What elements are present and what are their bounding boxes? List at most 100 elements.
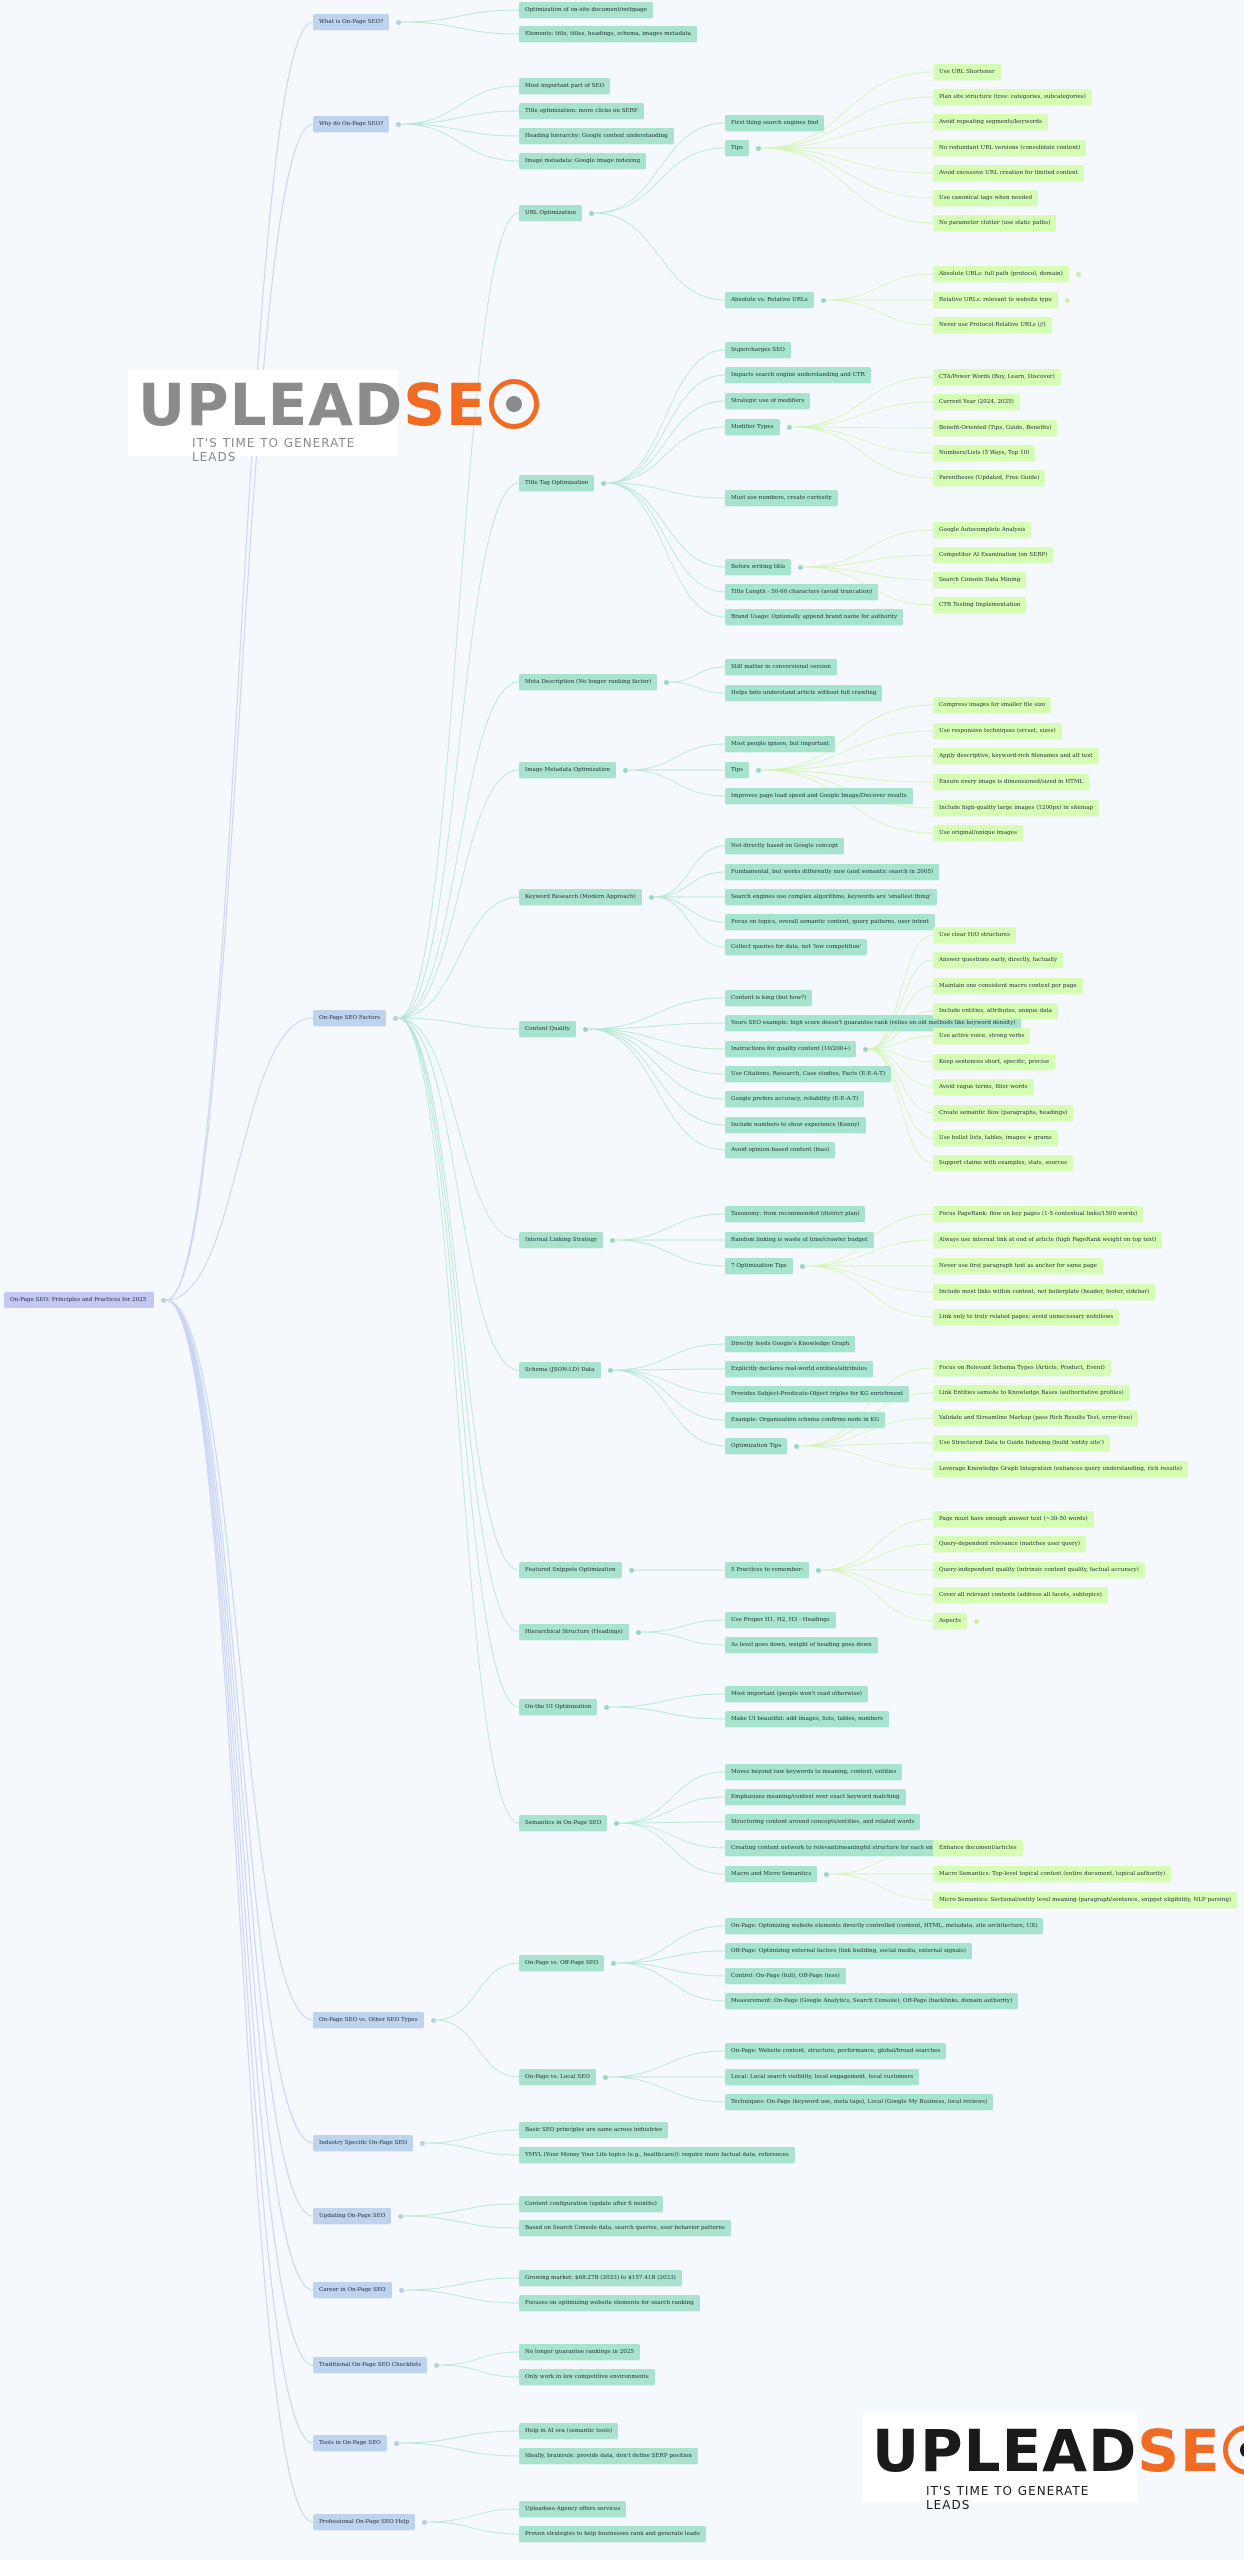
mindmap-node-level-3[interactable]: Still matter in conversional version [725,659,837,675]
expand-toggle-icon[interactable] [603,1704,609,1710]
mindmap-node-level-3[interactable]: On-Page: Optimizing website elements dir… [725,1918,1044,1934]
expand-toggle-icon[interactable] [793,1443,799,1449]
mindmap-node-level-4[interactable]: Always use internal link at end of artic… [933,1232,1163,1248]
expand-toggle-icon[interactable] [395,121,401,127]
mindmap-node-level-4[interactable]: Maintain one consistent macro context pe… [933,978,1083,994]
mindmap-node-level-3[interactable]: Avoid opinion-based content (bias) [725,1142,836,1158]
expand-toggle-icon[interactable] [600,480,606,486]
mindmap-node-level-4[interactable]: Answer questions early, directly, factua… [933,952,1064,968]
mindmap-node-level-2[interactable]: Proven strategies to help businesses ran… [519,2526,706,2542]
mindmap-node-level-1[interactable]: Why do On-Page SEO? [313,116,390,132]
mindmap-node-level-3[interactable]: Creating content network to relevant/mea… [725,1840,949,1856]
mindmap-node-level-3[interactable]: Local: Local search visibility, local en… [725,2069,920,2085]
mindmap-node-level-4[interactable]: Query-dependent relevance (matches user … [933,1536,1087,1552]
mindmap-node-level-3[interactable]: Optimization Tips [725,1438,788,1454]
expand-toggle-icon[interactable] [823,1871,829,1877]
mindmap-node-level-3[interactable]: Use Proper H1, H2, H3 - Headings [725,1612,836,1628]
mindmap-node-level-3[interactable]: Structuring content around concepts/enti… [725,1814,921,1830]
mindmap-node-level-2[interactable]: Ideally, brainrule: provide data, don't … [519,2448,699,2464]
mindmap-node-level-3[interactable]: Off-Page: Optimizing external factors (l… [725,1943,972,1959]
mindmap-node-level-3[interactable]: Collect queries for data, not 'low compe… [725,939,868,955]
mindmap-node-level-2[interactable]: Image metadata: Google image indexing [519,153,647,169]
expand-toggle-icon[interactable] [397,2213,403,2219]
mindmap-node-level-3[interactable]: Macro and Micro Semantics [725,1866,818,1882]
mindmap-node-level-3[interactable]: Fundamental, but works differently now (… [725,864,940,880]
mindmap-node-level-4[interactable]: Query-independent quality (intrinsic con… [933,1562,1145,1578]
mindmap-node-level-2[interactable]: Title optimization: more clicks on SERP [519,103,644,119]
mindmap-node-level-4[interactable]: Current Year (2024, 2025) [933,394,1020,410]
mindmap-node-level-1[interactable]: Professional On-Page SEO Help [313,2514,416,2530]
expand-toggle-icon[interactable] [398,2287,404,2293]
mindmap-node-level-4[interactable]: Keep sentences short, specific, precise [933,1054,1056,1070]
mindmap-node-level-3[interactable]: Must use numbers, create curiosity [725,490,838,506]
mindmap-node-level-4[interactable]: Validate and Streamline Markup (pass Ric… [933,1410,1139,1426]
expand-toggle-icon[interactable] [609,1237,615,1243]
mindmap-node-level-4[interactable]: Use clear H/O structures [933,927,1017,943]
mindmap-node-level-4[interactable]: Create semantic flow (paragraphs, headin… [933,1105,1074,1121]
mindmap-node-level-2[interactable]: On-the UI Optimization [519,1699,598,1715]
mindmap-node-level-3[interactable]: Content is king (but how?) [725,990,813,1006]
mindmap-node-level-4[interactable]: Use Structured Data to Guide Indexing (b… [933,1435,1110,1451]
mindmap-node-level-2[interactable]: Focuses on optimizing website elements f… [519,2295,700,2311]
expand-toggle-icon[interactable] [862,1046,868,1052]
mindmap-node-level-4[interactable]: Cover all relevant contexts (address all… [933,1587,1108,1603]
mindmap-node-level-1[interactable]: On-Page SEO Factors [313,1010,387,1026]
mindmap-node-level-1[interactable]: Industry Specific On-Page SEO [313,2135,414,2151]
mindmap-root-node[interactable]: On-Page SEO: Principles and Practices fo… [4,1292,154,1308]
mindmap-node-level-2[interactable]: Semantics in On-Page SEO [519,1815,608,1831]
mindmap-node-level-2[interactable]: Heading hierarchy: Google context unders… [519,128,674,144]
mindmap-node-level-3[interactable]: Impacts search engine understanding and … [725,367,871,383]
mindmap-node-level-2[interactable]: Keyword Research (Modern Approach) [519,889,642,905]
mindmap-node-level-1[interactable]: Updating On-Page SEO [313,2208,392,2224]
mindmap-node-level-4[interactable]: Absolute URLs: full path (protocol, doma… [933,266,1069,282]
mindmap-node-level-3[interactable]: Measurement: On-Page (Google Analytics, … [725,1993,1019,2009]
mindmap-node-level-2[interactable]: Image Metadata Optimization [519,762,617,778]
mindmap-node-level-2[interactable]: Optimization of on-site document/webpage [519,2,653,18]
mindmap-node-level-1[interactable]: Career in On-Page SEO [313,2282,392,2298]
mindmap-node-level-3[interactable]: Taxonomy: from recommended (district pla… [725,1206,866,1222]
mindmap-node-level-2[interactable]: URL Optimization [519,205,583,221]
mindmap-node-level-4[interactable]: Plan site structure (tree: categories, s… [933,89,1092,105]
expand-toggle-icon[interactable] [393,2440,399,2446]
expand-toggle-icon[interactable] [613,1820,619,1826]
mindmap-node-level-3[interactable]: Helps bots understand article without fu… [725,685,883,701]
mindmap-node-level-4[interactable]: Compress images for smaller file size [933,697,1052,713]
expand-toggle-icon[interactable] [799,1263,805,1269]
mindmap-node-level-3[interactable]: Include numbers to show experience (Kenn… [725,1117,866,1133]
mindmap-node-level-2[interactable]: No longer guarantee rankings in 2025 [519,2344,640,2360]
mindmap-node-level-4[interactable]: No redundant URL versions (consolidate c… [933,140,1087,156]
mindmap-node-level-3[interactable]: Most important (people won't read otherw… [725,1686,868,1702]
mindmap-node-level-2[interactable]: Featured Snippets Optimization [519,1562,622,1578]
mindmap-node-level-3[interactable]: Moves beyond raw keywords to meaning, co… [725,1764,903,1780]
expand-toggle-icon[interactable] [622,767,628,773]
mindmap-node-level-4[interactable]: Competitor AI Examination (on SERP) [933,547,1054,563]
mindmap-node-level-3[interactable]: Use Citations, Research, Case studies, F… [725,1066,892,1082]
mindmap-node-level-1[interactable]: Traditional On-Page SEO Checklists [313,2357,428,2373]
mindmap-node-level-4[interactable]: Use original/unique images [933,825,1023,841]
mindmap-node-level-3[interactable]: Improves page load speed and Google Imag… [725,788,913,804]
mindmap-node-level-2[interactable]: Internal Linking Strategy [519,1232,604,1248]
expand-toggle-icon[interactable] [973,1618,979,1624]
expand-toggle-icon[interactable] [582,1026,588,1032]
mindmap-node-level-4[interactable]: Google Autocomplete Analysis [933,522,1032,538]
mindmap-node-level-2[interactable]: Growing market: $68.27B (2023) to $157.4… [519,2270,682,2286]
mindmap-node-level-3[interactable]: Explicitly declares real-world entities/… [725,1361,874,1377]
mindmap-node-level-4[interactable]: No parameter clutter (use static paths) [933,215,1057,231]
mindmap-node-level-2[interactable]: Hierarchical Structure (Headings) [519,1624,629,1640]
mindmap-node-level-4[interactable]: Search Console Data Mining [933,572,1027,588]
mindmap-node-level-3[interactable]: Provides Subject-Predicate-Object triple… [725,1386,909,1402]
mindmap-node-level-4[interactable]: Parentheses (Updated, Free Guide) [933,470,1046,486]
mindmap-node-level-3[interactable]: Random linking is waste of time/crawler … [725,1232,874,1248]
mindmap-node-level-2[interactable]: Based on Search Console data, search que… [519,2220,731,2236]
mindmap-node-level-4[interactable]: Page must have enough answer text (~30-5… [933,1511,1094,1527]
mindmap-node-level-3[interactable]: On-Page: Website content, structure, per… [725,2043,947,2059]
mindmap-node-level-3[interactable]: Absolute vs. Relative URLs [725,292,814,308]
mindmap-node-level-3[interactable]: Emphasizes meaning/context over exact ke… [725,1789,906,1805]
mindmap-node-level-3[interactable]: Most people ignore, but important [725,736,835,752]
expand-toggle-icon[interactable] [421,2519,427,2525]
expand-toggle-icon[interactable] [755,145,761,151]
mindmap-node-level-4[interactable]: Use active voice, strong verbs [933,1028,1031,1044]
mindmap-node-level-2[interactable]: Help in AI era (semantic tools) [519,2423,619,2439]
mindmap-node-level-3[interactable]: Not directly based on Google concept [725,838,844,854]
mindmap-node-level-4[interactable]: Support claims with examples, stats, sou… [933,1155,1074,1171]
